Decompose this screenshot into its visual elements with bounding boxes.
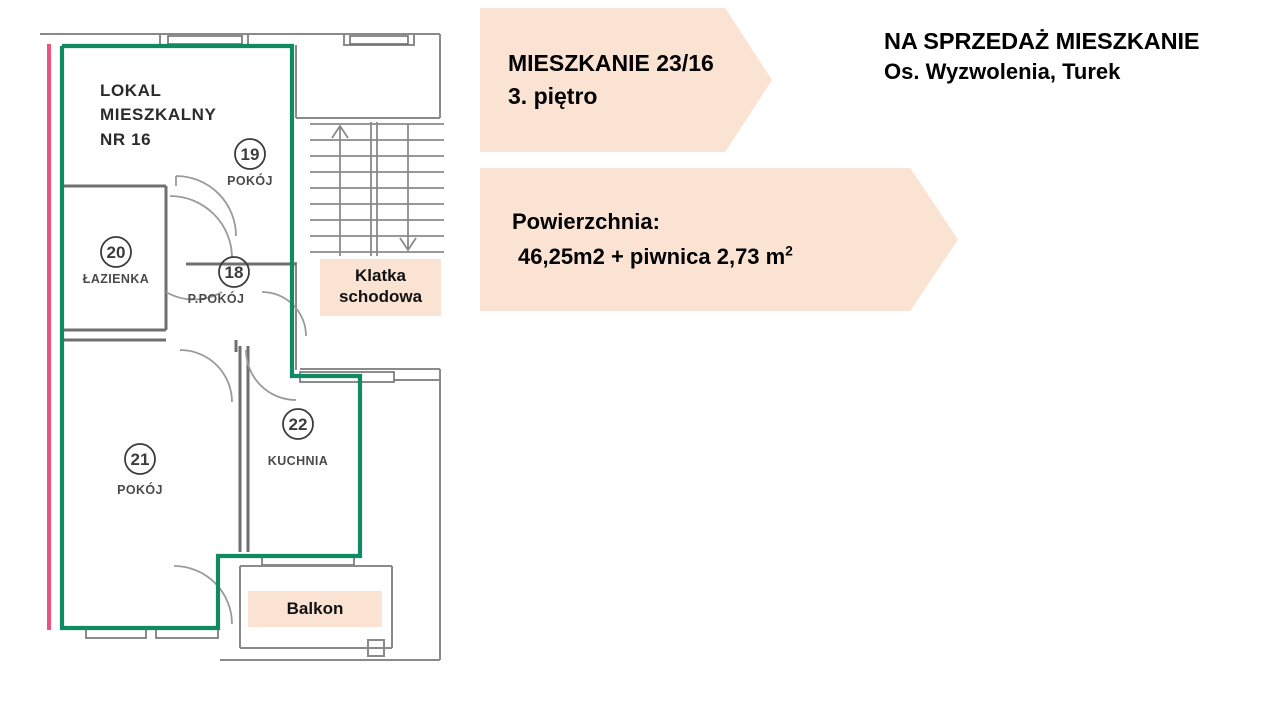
headline-title: NA SPRZEDAŻ MIESZKANIE — [884, 28, 1200, 54]
room-22: 22 KUCHNIA — [268, 408, 328, 468]
balcony-outline — [239, 565, 393, 657]
plan-title-line2: MIESZKALNY — [100, 105, 217, 124]
area-banner-superscript: 2 — [785, 243, 793, 259]
balcony-label: Balkon — [248, 591, 382, 628]
room-21-number: 21 — [131, 450, 150, 469]
room-number-circle — [282, 408, 314, 440]
room-18-number: 18 — [225, 263, 244, 282]
room-number-circle — [218, 256, 250, 288]
room-20: 20 ŁAZIENKA — [83, 236, 149, 286]
room-22-name: KUCHNIA — [268, 454, 328, 468]
room-21-name: POKÓJ — [117, 482, 163, 497]
stairwell-label: Klatka schodowa — [320, 259, 441, 316]
headline-subtitle: Os. Wyzwolenia, Turek — [884, 59, 1121, 85]
apartment-interior-walls — [62, 184, 360, 558]
room-19-name: POKÓJ — [227, 173, 273, 188]
plan-title-line3: NR 16 — [100, 130, 151, 149]
room-number-circle — [124, 443, 156, 475]
unit-banner-line2: 3. piętro — [508, 83, 598, 109]
room-18: 18 P.POKÓJ — [188, 256, 250, 306]
staircase — [310, 122, 444, 256]
unit-banner-line1: MIESZKANIE 23/16 — [508, 49, 714, 76]
room-19-number: 19 — [241, 145, 260, 164]
room-number-circle — [100, 236, 132, 268]
unit-banner: MIESZKANIE 23/16 3. piętro — [480, 8, 772, 152]
room-19: 19 POKÓJ — [227, 138, 273, 188]
apartment-outline — [59, 43, 363, 631]
room-18-name: P.POKÓJ — [188, 291, 245, 306]
area-banner-value: 46,25m2 + piwnica 2,73 m2 — [512, 240, 958, 274]
area-banner-value-text: 46,25m2 + piwnica 2,73 m — [518, 243, 786, 269]
plan-title-line1: LOKAL — [100, 81, 162, 100]
area-banner: Powierzchnia: 46,25m2 + piwnica 2,73 m2 — [480, 168, 958, 311]
door-swings — [165, 175, 307, 625]
floor-plan: LOKAL MIESZKALNY NR 16 19 POKÓJ 20 ŁAZIE… — [0, 0, 470, 700]
area-banner-label: Powierzchnia: — [512, 209, 660, 235]
headline-block: NA SPRZEDAŻ MIESZKANIE Os. Wyzwolenia, T… — [884, 26, 1200, 87]
room-22-number: 22 — [289, 415, 308, 434]
room-20-name: ŁAZIENKA — [83, 272, 149, 286]
room-number-circle — [234, 138, 266, 170]
room-20-number: 20 — [107, 243, 126, 262]
building-walls — [40, 33, 441, 661]
room-21: 21 POKÓJ — [117, 443, 163, 497]
